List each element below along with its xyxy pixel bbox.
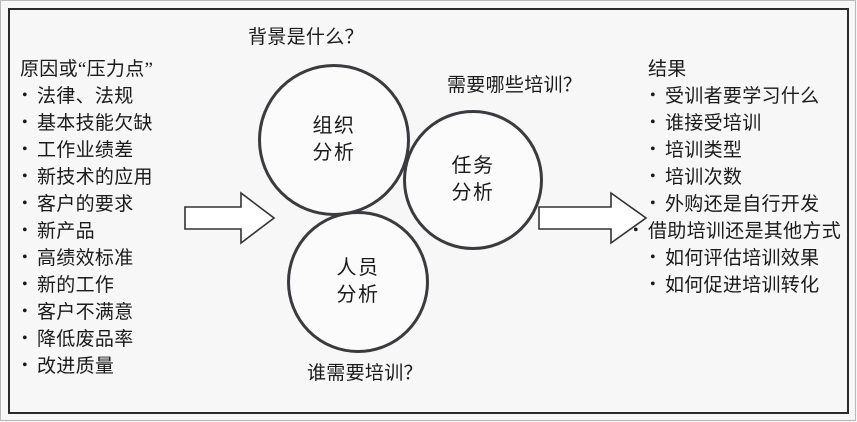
circle-org-label-line1: 组织 <box>312 115 356 137</box>
list-item: 借助培训还是其他方式 <box>648 218 855 245</box>
arrow-left-icon <box>184 191 276 245</box>
circle-task-label-line1: 任务 <box>451 155 495 177</box>
list-item: 谁接受培训 <box>648 109 848 137</box>
list-item: 新技术的应用 <box>20 163 210 191</box>
right-column-list: 受训者要学习什么 谁接受培训 培训类型 培训次数 外购还是自行开发 借助培训还是… <box>648 82 848 299</box>
caption-who: 谁需要培训？ <box>307 363 423 384</box>
circle-organization-analysis: 组织 分析 <box>258 64 410 216</box>
circle-task-label-line2: 分析 <box>451 182 495 204</box>
list-item: 受训者要学习什么 <box>648 82 848 110</box>
list-item: 外购还是自行开发 <box>648 190 848 218</box>
list-item: 新的工作 <box>20 271 210 299</box>
list-item: 改进质量 <box>20 352 210 380</box>
circle-task-analysis: 任务 分析 <box>403 110 543 250</box>
circle-people-label-line1: 人员 <box>336 257 380 279</box>
caption-training: 需要哪些培训？ <box>447 75 583 96</box>
circle-people-analysis: 人员 分析 <box>287 211 429 353</box>
list-item: 工作业绩差 <box>20 136 210 164</box>
list-item: 培训类型 <box>648 136 848 164</box>
right-column: 结果 受训者要学习什么 谁接受培训 培训类型 培训次数 外购还是自行开发 借助培… <box>648 56 848 299</box>
left-column-list: 法律、法规 基本技能欠缺 工作业绩差 新技术的应用 客户的要求 新产品 高绩效标… <box>20 82 210 380</box>
circle-org-label-line2: 分析 <box>312 142 356 164</box>
caption-context: 背景是什么？ <box>248 27 364 48</box>
list-item: 客户不满意 <box>20 298 210 326</box>
list-item: 如何促进培训转化 <box>648 271 848 299</box>
left-column: 原因或“压力点” 法律、法规 基本技能欠缺 工作业绩差 新技术的应用 客户的要求… <box>20 56 210 380</box>
left-column-heading: 原因或“压力点” <box>20 59 154 80</box>
list-item: 法律、法规 <box>20 82 210 110</box>
arrow-right-icon <box>538 191 648 245</box>
list-item: 如何评估培训效果 <box>648 244 848 272</box>
list-item: 新产品 <box>20 217 210 245</box>
list-item: 客户的要求 <box>20 190 210 218</box>
list-item: 培训次数 <box>648 163 848 191</box>
right-column-heading: 结果 <box>648 59 687 80</box>
list-item: 高绩效标准 <box>20 244 210 272</box>
circle-people-label-line2: 分析 <box>336 284 380 306</box>
list-item: 基本技能欠缺 <box>20 109 210 137</box>
list-item: 降低废品率 <box>20 325 210 353</box>
